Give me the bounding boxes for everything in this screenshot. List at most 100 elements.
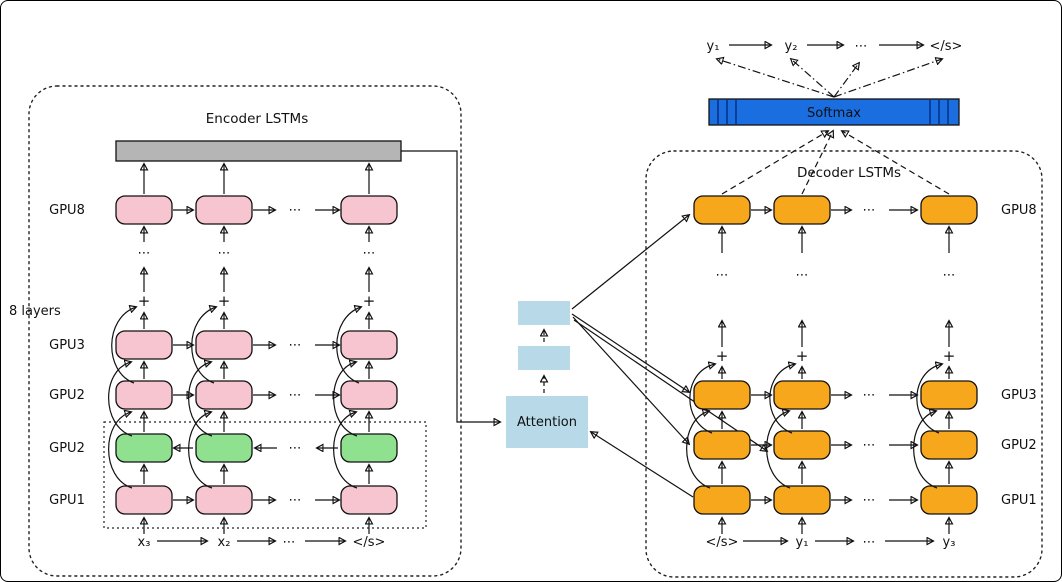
ellipsis: ⋯ bbox=[289, 493, 302, 508]
encoder-lstm-cell bbox=[340, 380, 398, 410]
encoder-context-bar bbox=[115, 140, 402, 162]
decoder-lstm-cell bbox=[693, 485, 751, 515]
ellipsis: ⋯ bbox=[289, 441, 302, 456]
encoder-lstm-cell bbox=[115, 195, 173, 225]
residual-plus: + bbox=[943, 347, 956, 365]
input-token: y₁ bbox=[796, 535, 809, 550]
attention-section: Attention bbox=[506, 215, 767, 498]
input-token: </s> bbox=[353, 535, 386, 550]
bidirectional-lstm-cell bbox=[195, 433, 253, 463]
ellipsis: ⋯ bbox=[138, 246, 151, 261]
encoder-lstm-cell bbox=[195, 195, 253, 225]
decoder-vertical-arrows bbox=[722, 227, 949, 534]
ellipsis: ⋯ bbox=[863, 438, 876, 453]
decoder-lstm-cell bbox=[920, 485, 978, 515]
decoder-recurrence-arrows bbox=[751, 210, 917, 500]
gpu-label: GPU3 bbox=[49, 338, 85, 353]
encoder-recurrence-arrows bbox=[173, 210, 339, 500]
attention-label: Attention bbox=[517, 415, 577, 430]
decoder-skip-connection-curves bbox=[686, 364, 942, 489]
gpu-label: GPU8 bbox=[49, 203, 85, 218]
gpu-label: GPU2 bbox=[49, 388, 85, 403]
ellipsis: ⋯ bbox=[863, 493, 876, 508]
output-token: y₂ bbox=[785, 39, 798, 54]
encoder-lstm-cell bbox=[195, 485, 253, 515]
softmax-cell-dividers bbox=[717, 100, 949, 124]
decoder-lstm-cell bbox=[693, 430, 751, 460]
encoder-lstm-cell bbox=[195, 380, 253, 410]
ellipsis: ⋯ bbox=[855, 39, 868, 54]
encoder-vertical-arrows bbox=[144, 164, 369, 534]
decoder-lstm-cell bbox=[773, 380, 831, 410]
ellipsis: ⋯ bbox=[289, 338, 302, 353]
decoder-lstm-cells bbox=[693, 195, 978, 515]
ellipsis: ⋯ bbox=[289, 388, 302, 403]
ellipsis: ⋯ bbox=[863, 388, 876, 403]
encoder-lstm-cell bbox=[115, 330, 173, 360]
output-token: </s> bbox=[930, 39, 963, 54]
input-token: y₃ bbox=[943, 535, 956, 550]
ellipsis: ⋯ bbox=[796, 268, 809, 283]
encoder-lstm-cell bbox=[195, 330, 253, 360]
decoder-lstm-cell bbox=[920, 430, 978, 460]
decoder-lstm-cell bbox=[920, 380, 978, 410]
bidirectional-lstm-cell bbox=[340, 433, 398, 463]
attention-context-box bbox=[518, 301, 570, 325]
decoder-title: Decoder LSTMs bbox=[797, 165, 901, 181]
encoder-lstm-cells bbox=[115, 195, 398, 515]
residual-plus: + bbox=[363, 292, 376, 310]
decoder-lstm-cell bbox=[773, 195, 831, 225]
encoder-title: Encoder LSTMs bbox=[206, 111, 309, 127]
residual-plus: + bbox=[218, 292, 231, 310]
softmax-section: Softmax y₁ y₂ ⋯ </s> bbox=[707, 39, 963, 195]
attention-to-decoder-arrows bbox=[571, 215, 767, 451]
gpu-label: GPU2 bbox=[1001, 438, 1037, 453]
decoder-lstm-cell bbox=[773, 485, 831, 515]
encoder-lstm-cell bbox=[115, 485, 173, 515]
gpu-label: GPU1 bbox=[1001, 493, 1037, 508]
decoder-section: Decoder LSTMs GPU8 GPU3 GPU2 GPU1 bbox=[645, 150, 1043, 578]
decoder-region-border bbox=[645, 150, 1043, 578]
encoder-layers-note: 8 layers bbox=[9, 304, 61, 319]
decoder-to-attention-arrow bbox=[591, 432, 694, 498]
bidirectional-layer-box bbox=[103, 421, 427, 529]
ellipsis: ⋯ bbox=[863, 203, 876, 218]
gpu-label: GPU2 bbox=[49, 441, 85, 456]
gpu-label: GPU8 bbox=[1001, 203, 1037, 218]
input-token: x₂ bbox=[218, 535, 231, 550]
residual-plus: + bbox=[138, 292, 151, 310]
gpu-label: GPU1 bbox=[49, 493, 85, 508]
output-token: y₁ bbox=[707, 39, 720, 54]
context-to-attention-connector bbox=[401, 150, 500, 422]
decoder-to-softmax-arrows bbox=[721, 131, 950, 195]
input-token: x₃ bbox=[138, 535, 151, 550]
attention-hidden-box bbox=[518, 346, 570, 370]
encoder-skip-connection-curves bbox=[108, 307, 361, 489]
ellipsis: ⋯ bbox=[863, 535, 876, 550]
attention-box bbox=[506, 396, 588, 448]
input-token: </s> bbox=[706, 535, 739, 550]
ellipsis: ⋯ bbox=[289, 203, 302, 218]
encoder-lstm-cell bbox=[340, 195, 398, 225]
encoder-lstm-cell bbox=[340, 330, 398, 360]
ellipsis: ⋯ bbox=[943, 268, 956, 283]
ellipsis: ⋯ bbox=[283, 535, 296, 550]
decoder-lstm-cell bbox=[693, 380, 751, 410]
ellipsis: ⋯ bbox=[218, 246, 231, 261]
encoder-lstm-cell bbox=[340, 485, 398, 515]
ellipsis: ⋯ bbox=[363, 246, 376, 261]
ellipsis: ⋯ bbox=[716, 268, 729, 283]
softmax-bar bbox=[708, 98, 960, 126]
encoder-lstm-cell bbox=[115, 380, 173, 410]
residual-plus: + bbox=[796, 347, 809, 365]
encoder-section: Encoder LSTMs 8 layers GPU8 GPU3 GPU2 GP… bbox=[9, 85, 500, 577]
decoder-lstm-cell bbox=[773, 430, 831, 460]
encoder-region-border bbox=[28, 85, 462, 577]
softmax-label: Softmax bbox=[807, 106, 861, 121]
bidirectional-lstm-cell bbox=[115, 433, 173, 463]
residual-plus: + bbox=[716, 347, 729, 365]
gpu-label: GPU3 bbox=[1001, 388, 1037, 403]
decoder-lstm-cell bbox=[693, 195, 751, 225]
